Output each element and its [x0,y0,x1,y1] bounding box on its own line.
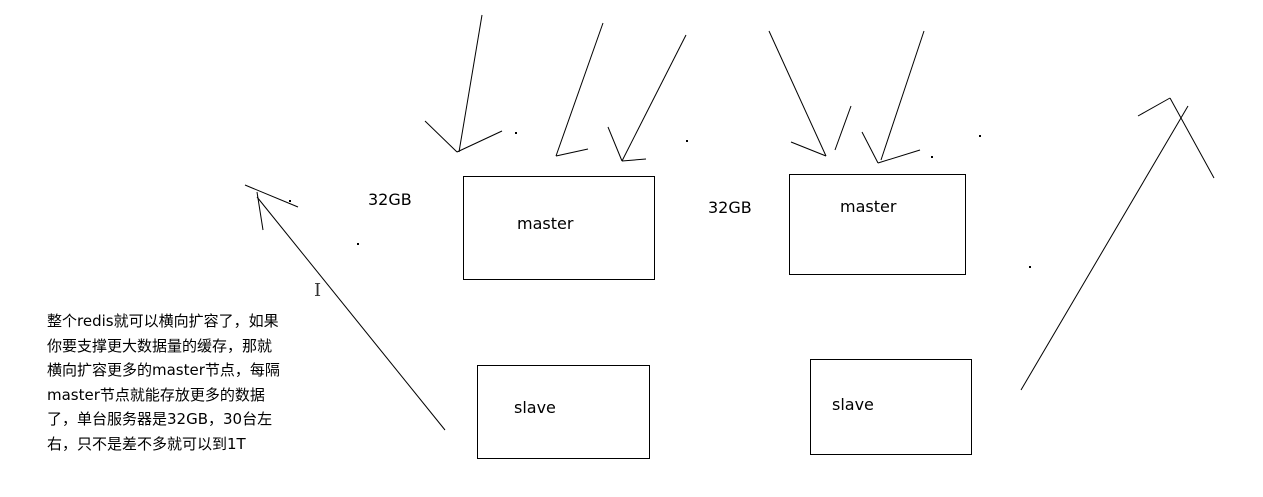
arrow-right-master-1 [768,30,852,157]
arrow-note-to-top-left [244,184,446,431]
arrow-left-master-3 [607,34,687,162]
note-line: 右，只不是差不多就可以到1T [47,434,246,453]
capacity-right-label: 32GB [708,198,752,217]
capacity-left-label: 32GB [368,190,412,209]
arrow-right-master-2 [861,30,925,164]
master-box-right [789,174,966,275]
slave-box-left [477,365,650,459]
note-line: master节点就能存放更多的数据 [47,385,265,404]
note-line: 你要支撑更大数据量的缓存，那就 [47,336,273,355]
note-line: 整个redis就可以横向扩容了，如果 [47,312,279,330]
master-left-label: master [517,214,574,233]
stray-marks [289,132,1031,268]
slave-left-label: slave [514,398,556,417]
slave-box-right [810,359,972,455]
text-cursor-icon: I [314,280,322,301]
master-box-left [463,176,655,280]
arrow-left-master-1 [424,14,503,153]
explanation-note: 整个redis就可以横向扩容了，如果 你要支撑更大数据量的缓存，那就 横向扩容更… [47,309,337,456]
master-right-label: master [840,197,897,216]
note-line: 了，单台服务器是32GB，30台左 [47,410,273,428]
arrow-left-master-2 [555,22,604,157]
arrow-right-up [1020,97,1215,391]
note-line: 横向扩容更多的master节点，每隔 [47,361,280,379]
slave-right-label: slave [832,395,874,414]
